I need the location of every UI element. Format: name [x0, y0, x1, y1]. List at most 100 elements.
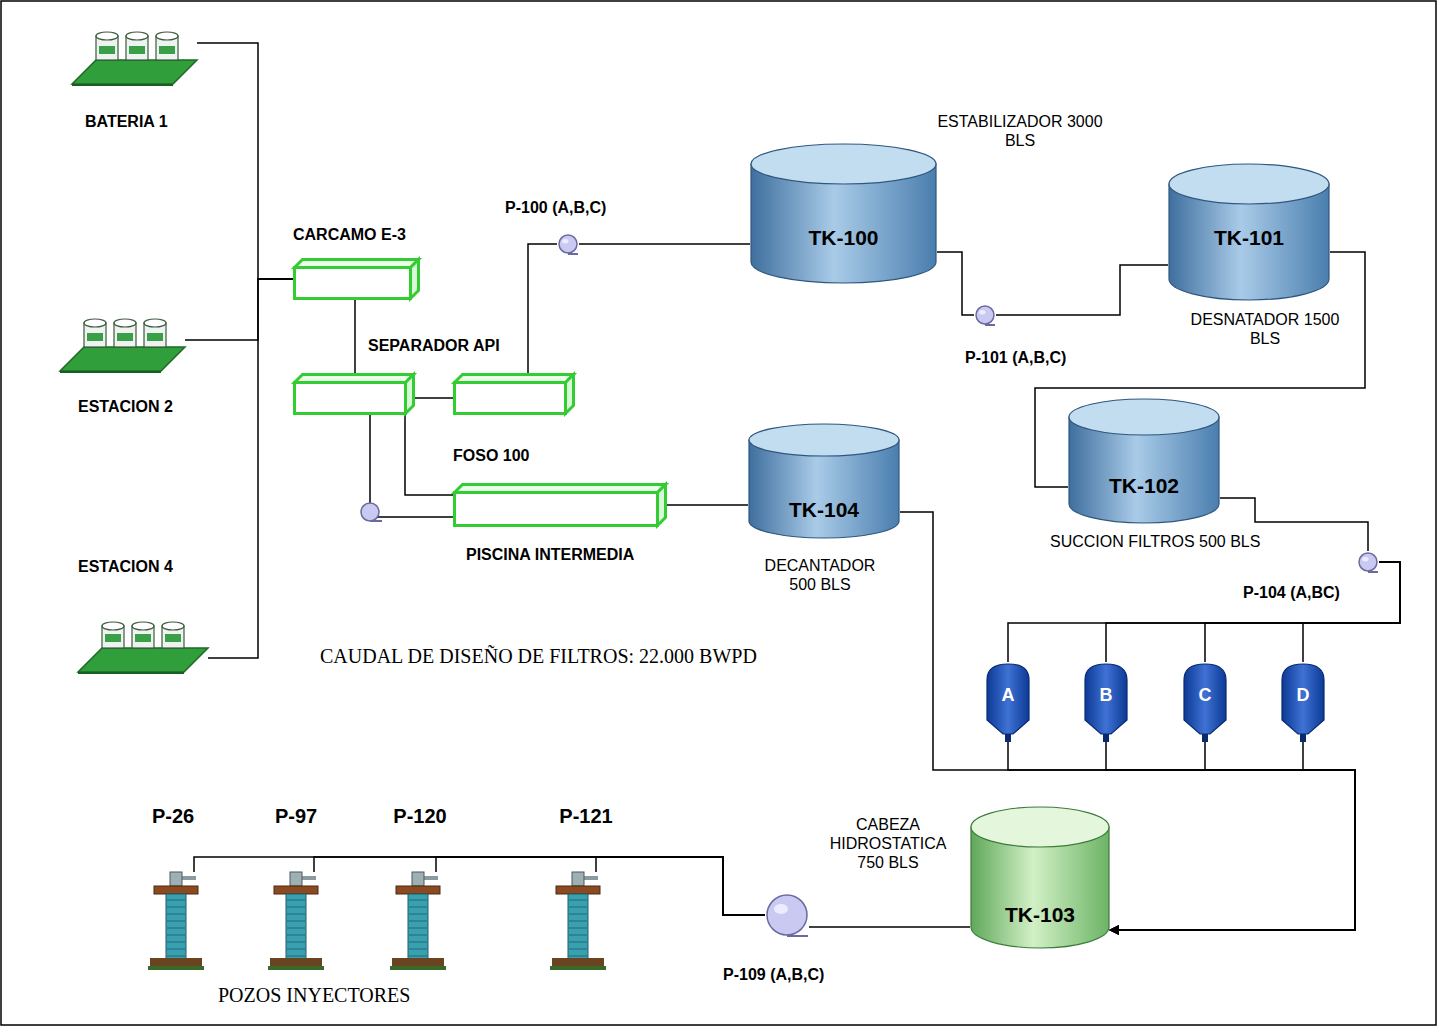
node-caption: P-97	[275, 804, 317, 828]
pipe-connector	[1110, 742, 1355, 930]
group-label: POZOS INYECTORES	[218, 984, 410, 1007]
injection-well-shape	[148, 872, 204, 970]
tank: ESTABILIZADOR 3000 BLSTK-100	[750, 143, 937, 283]
node-caption: P-100 (A,B,C)	[505, 198, 606, 217]
station-icon: ESTACION 2	[60, 315, 185, 373]
node-caption: ESTABILIZADOR 3000 BLS	[935, 112, 1105, 150]
pump: P-104 (A,BC)	[1357, 551, 1379, 573]
pipe-connector	[415, 397, 453, 399]
pit-box-shape	[453, 373, 575, 415]
pipe-connector	[314, 857, 765, 915]
injection-well-shape	[268, 872, 324, 970]
pool-box: PISCINA INTERMEDIA	[453, 483, 667, 527]
tank: CABEZA HIDROSTATICA 750 BLSTK-103	[970, 806, 1110, 948]
pipe-connector	[1008, 562, 1400, 662]
node-label: B	[1100, 685, 1113, 707]
pool-box-shape	[453, 483, 667, 527]
node-caption: P-120	[393, 804, 446, 828]
node-caption: PISCINA INTERMEDIA	[466, 545, 634, 564]
injection-well: P-120	[390, 872, 446, 970]
node-caption: CARCAMO E-3	[293, 225, 406, 244]
injection-well: P-26	[148, 872, 204, 970]
node-caption: BATERIA 1	[85, 112, 168, 131]
node-label: TK-100	[808, 226, 878, 251]
filter: A	[983, 662, 1033, 742]
node-label: D	[1297, 685, 1310, 707]
pump: P-101 (A,B,C)	[974, 304, 996, 326]
node-caption: P-121	[559, 804, 612, 828]
pipe-connector	[208, 279, 293, 658]
pipe-connector	[579, 243, 750, 245]
tank-shape	[1068, 398, 1220, 523]
pipe-connector	[528, 244, 557, 373]
node-caption: SEPARADOR API	[368, 336, 500, 355]
pump-shape	[557, 233, 579, 255]
pipe-connector	[667, 504, 748, 506]
station-icon-shape	[60, 315, 185, 373]
battery-icon: BATERIA 1	[72, 28, 197, 86]
node-caption: FOSO 100	[453, 446, 529, 465]
pump: P-100 (A,B,C)	[557, 233, 579, 255]
node-caption: DESNATADOR 1500 BLS	[1190, 310, 1340, 348]
design-note: CAUDAL DE DISEÑO DE FILTROS: 22.000 BWPD	[320, 645, 757, 668]
pipe-connector	[1106, 742, 1355, 930]
pipe-connector	[1110, 742, 1355, 930]
separator-box-shape	[293, 373, 415, 415]
station-icon-shape	[78, 618, 208, 674]
pump: P-109 (A,B,C)	[765, 893, 809, 937]
node-label: TK-102	[1109, 473, 1179, 498]
node-caption: P-101 (A,B,C)	[965, 348, 1066, 367]
pipe-connector	[370, 415, 453, 517]
separator-box: SEPARADOR API	[293, 373, 415, 415]
tank-shape	[750, 143, 937, 283]
node-label: A	[1002, 685, 1015, 707]
injection-well: P-97	[268, 872, 324, 970]
pit-box: FOSO 100	[453, 373, 575, 415]
injection-well: P-121	[550, 872, 606, 970]
node-label: TK-104	[789, 498, 859, 523]
sump-box-shape	[293, 258, 420, 300]
pipe-connector	[1205, 562, 1400, 662]
pipe-connector	[194, 857, 765, 915]
node-caption: P-109 (A,B,C)	[723, 965, 824, 984]
tank: TK-101DESNATADOR 1500 BLS	[1168, 163, 1330, 300]
pipe-connector	[937, 252, 974, 315]
pipe-connector	[436, 857, 765, 915]
injection-well-shape	[550, 872, 606, 970]
node-label: TK-103	[1005, 903, 1075, 928]
sump-box: CARCAMO E-3	[293, 258, 420, 300]
node-label: TK-101	[1214, 226, 1284, 251]
pipe-connector	[809, 926, 970, 928]
tank: TK-104DECANTADOR 500 BLS	[748, 423, 900, 538]
pipe-connector	[1106, 562, 1400, 662]
pipe-connector	[996, 265, 1168, 315]
node-caption: P-104 (A,BC)	[1243, 583, 1340, 602]
pipe-connector	[596, 857, 765, 915]
node-caption: SUCCION FILTROS 500 BLS	[1050, 532, 1260, 551]
pipe-connector	[900, 512, 1355, 930]
battery-icon-shape	[72, 28, 197, 86]
pipe-connector	[405, 415, 453, 495]
node-caption: ESTACION 2	[78, 397, 173, 416]
pump-shape	[1357, 551, 1379, 573]
node-caption: CABEZA HIDROSTATICA 750 BLS	[818, 815, 958, 873]
pipe-connector	[1303, 562, 1400, 662]
tank: TK-102SUCCION FILTROS 500 BLS	[1068, 398, 1220, 523]
node-label: C	[1199, 685, 1212, 707]
station-icon: ESTACION 4	[78, 618, 208, 674]
node-caption: DECANTADOR 500 BLS	[750, 556, 890, 594]
pump-shape	[765, 893, 809, 937]
pump-shape	[974, 304, 996, 326]
filter: B	[1081, 662, 1131, 742]
node-caption: ESTACION 4	[78, 557, 173, 576]
pump-symbol	[361, 503, 382, 521]
pipe-connector	[197, 43, 293, 279]
node-caption: P-26	[152, 804, 194, 828]
filter: D	[1278, 662, 1328, 742]
filter: C	[1180, 662, 1230, 742]
injection-well-shape	[390, 872, 446, 970]
pipe-connector	[185, 279, 293, 340]
